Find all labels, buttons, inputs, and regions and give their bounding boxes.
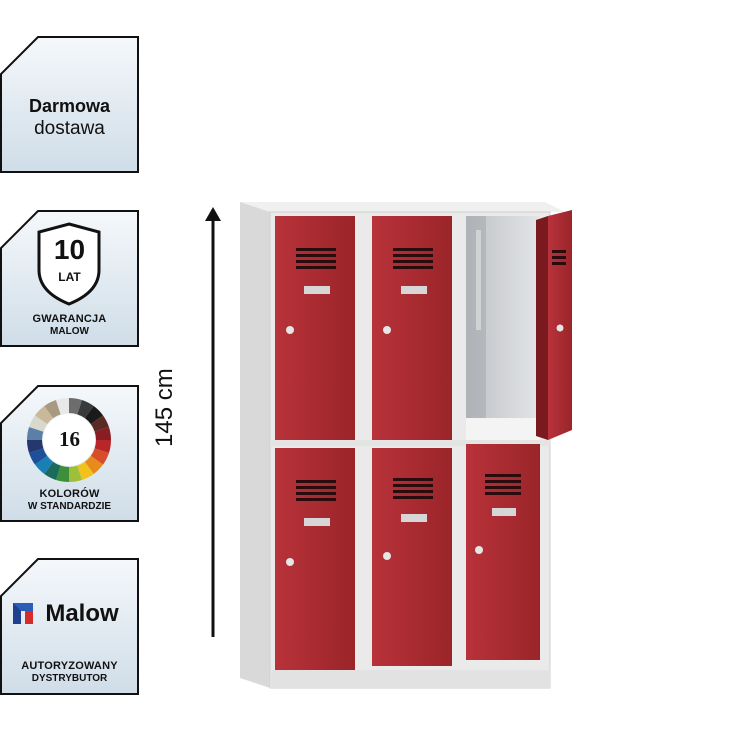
locker-door: [466, 444, 540, 660]
colors-line1: KOLORÓW: [39, 488, 100, 500]
color-swatch: [69, 398, 82, 415]
locker-cabinet-image: [240, 202, 572, 689]
color-wheel-icon: [27, 398, 111, 482]
color-swatch: [35, 455, 54, 474]
color-swatch: [84, 455, 103, 474]
dealer-badge: Malow AUTORYZOWANY DYSTRYBUTOR: [0, 558, 139, 695]
height-arrow-icon: [205, 207, 221, 637]
colors-line2: W STANDARDZIE: [27, 501, 112, 512]
open-locker-compartment: [466, 216, 540, 440]
locker-door: [275, 216, 355, 440]
color-swatch: [44, 400, 61, 419]
badge-frame: [0, 385, 139, 522]
locker-door-open: [536, 210, 572, 440]
color-swatch: [94, 427, 111, 440]
color-swatch: [77, 400, 94, 419]
color-swatch: [56, 465, 69, 482]
height-label: 145 cm: [151, 368, 178, 447]
locker-door: [275, 448, 355, 670]
color-swatch: [44, 461, 61, 480]
color-swatch: [90, 415, 109, 432]
delivery-line1: Darmowa: [28, 96, 111, 116]
dealer-brand: Malow: [45, 600, 119, 627]
color-swatch: [29, 415, 48, 432]
color-swatch: [35, 406, 54, 425]
color-swatch: [27, 440, 44, 453]
dealer-line1: AUTORYZOWANY: [21, 660, 118, 672]
dealer-line2: DYSTRYBUTOR: [31, 673, 108, 684]
free-delivery-badge: Darmowa dostawa: [0, 36, 139, 173]
color-swatch: [29, 448, 48, 465]
badge-frame: [0, 210, 139, 347]
malow-logo-icon: [13, 603, 33, 624]
warranty-line1: GWARANCJA: [32, 313, 107, 325]
badge-frame: [0, 558, 139, 695]
warranty-unit: LAT: [58, 270, 81, 284]
shield-icon: [37, 222, 101, 306]
color-swatch: [27, 427, 44, 440]
warranty-badge: 10 LAT GWARANCJA MALOW: [0, 210, 139, 347]
color-swatch: [56, 398, 69, 415]
badge-frame: [0, 36, 139, 173]
locker-door: [372, 448, 452, 666]
warranty-years: 10: [53, 234, 86, 265]
color-swatch: [77, 461, 94, 480]
color-swatch: [84, 406, 103, 425]
colors-count: 16: [59, 427, 80, 451]
color-swatch: [94, 440, 111, 453]
locker-door: [372, 216, 452, 440]
warranty-line2: MALOW: [50, 326, 89, 337]
color-swatch: [69, 465, 82, 482]
delivery-line2: dostawa: [34, 118, 105, 139]
color-swatch: [90, 448, 109, 465]
colors-badge: 16 KOLORÓW W STANDARDZIE: [0, 385, 139, 522]
